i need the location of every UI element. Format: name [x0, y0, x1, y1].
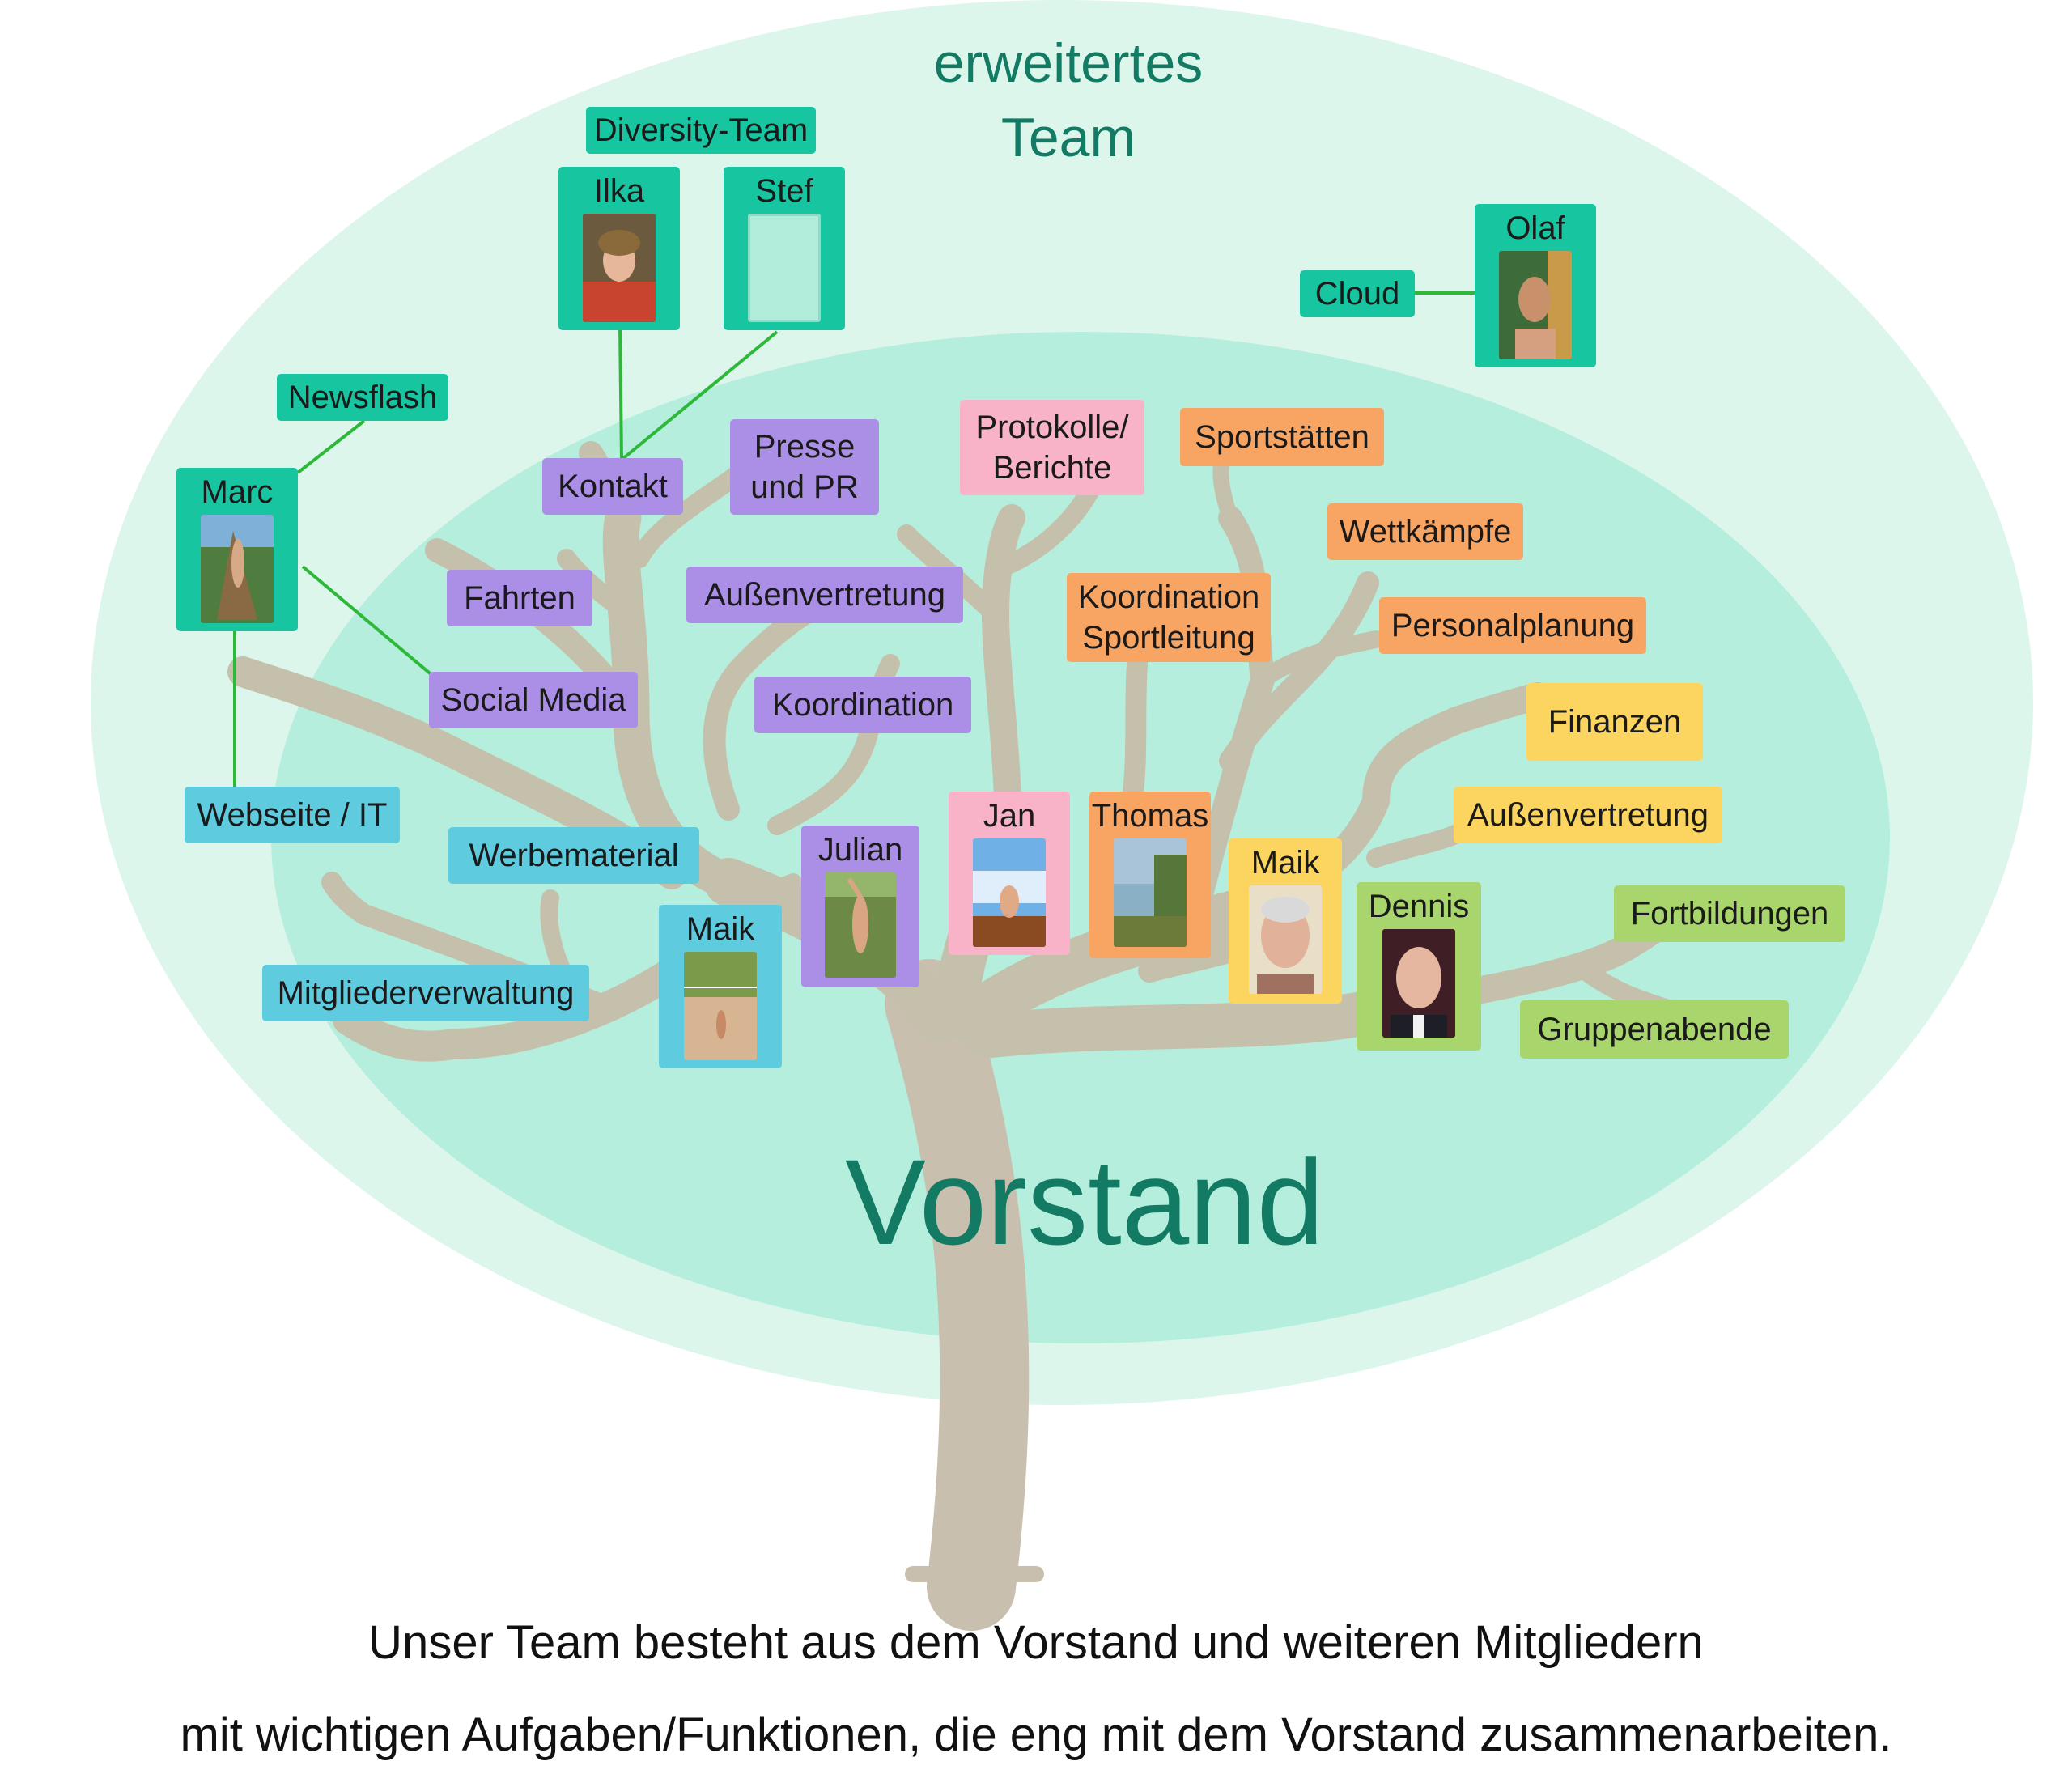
connector-ilka-kontakt — [618, 325, 623, 461]
task-wettkaempfe: Wettkämpfe — [1327, 503, 1523, 560]
person-name: Stef — [755, 173, 813, 209]
person-card-thomas: Thomas — [1089, 792, 1211, 958]
task-protokolle-line2: Berichte — [992, 450, 1112, 486]
inner-vorstand-ellipse — [271, 332, 1890, 1343]
person-name: Maik — [1250, 845, 1320, 881]
task-presse-pr-line2: und PR — [750, 469, 859, 505]
person-photo — [1499, 251, 1572, 359]
task-presse-pr: Presse und PR — [730, 419, 879, 515]
person-name: Marc — [201, 474, 274, 510]
task-diversity-team: Diversity-Team — [586, 107, 816, 154]
person-photo — [1249, 885, 1322, 994]
person-photo — [973, 838, 1046, 947]
person-card-ilka: Ilka — [558, 167, 680, 330]
task-personalplanung: Personalplanung — [1379, 597, 1646, 654]
person-name: Ilka — [593, 173, 645, 209]
task-social-media: Social Media — [429, 672, 638, 728]
task-werbematerial: Werbematerial — [448, 827, 699, 884]
person-card-julian: Julian — [801, 826, 919, 987]
caption-line2: mit wichtigen Aufgaben/Funktionen, die e… — [180, 1708, 1892, 1761]
extended-team-title-line1: erweitertes — [933, 32, 1204, 94]
task-cloud: Cloud — [1300, 270, 1415, 317]
person-photo — [1382, 929, 1455, 1038]
caption-line1: Unser Team besteht aus dem Vorstand und … — [368, 1616, 1704, 1669]
person-name: Thomas — [1091, 798, 1209, 834]
extended-team-title-line2: Team — [1000, 107, 1136, 168]
person-card-maik-cyan: Maik — [659, 905, 782, 1068]
person-photo — [1114, 838, 1187, 947]
person-name: Olaf — [1505, 210, 1565, 246]
vorstand-title: Vorstand — [844, 1134, 1325, 1270]
person-card-jan: Jan — [949, 792, 1070, 955]
person-photo — [583, 214, 656, 322]
person-name: Maik — [686, 911, 755, 947]
task-newsflash: Newsflash — [277, 374, 448, 421]
task-koordination: Koordination — [754, 677, 971, 733]
task-koord-sport-line1: Koordination — [1077, 579, 1260, 615]
connector-stef-kontakt — [620, 330, 779, 461]
task-finanzen: Finanzen — [1526, 683, 1703, 761]
person-card-dennis: Dennis — [1357, 882, 1481, 1051]
extended-team-title: erweitertes Team — [882, 26, 1255, 175]
person-photo — [825, 872, 896, 978]
person-card-stef: Stef — [724, 167, 845, 330]
connector-marc-socialmedia — [301, 565, 435, 678]
person-name: Julian — [817, 832, 903, 868]
person-photo — [684, 952, 757, 1060]
task-fahrten: Fahrten — [447, 570, 592, 626]
person-name: Dennis — [1368, 889, 1470, 924]
task-aussenvertretung-purple: Außenvertretung — [686, 567, 963, 623]
person-card-marc: Marc — [176, 468, 298, 631]
task-kontakt: Kontakt — [542, 458, 683, 515]
task-sportstaetten: Sportstätten — [1180, 408, 1384, 466]
task-protokolle-line1: Protokolle/ — [975, 410, 1129, 445]
person-card-maik-yellow: Maik — [1229, 838, 1342, 1004]
photo-placeholder — [748, 214, 821, 322]
person-card-olaf: Olaf — [1475, 204, 1596, 367]
task-aussenvertretung-yellow: Außenvertretung — [1454, 787, 1722, 843]
task-gruppenabende: Gruppenabende — [1520, 1000, 1789, 1059]
connector-lines — [233, 291, 1478, 790]
task-koordination-sportleitung: Koordination Sportleitung — [1067, 573, 1271, 662]
person-name: Jan — [983, 798, 1036, 834]
task-presse-pr-line1: Presse — [754, 429, 856, 465]
task-protokolle-berichte: Protokolle/ Berichte — [960, 400, 1144, 495]
task-webseite-it: Webseite / IT — [185, 787, 400, 843]
connector-newsflash-marc — [296, 419, 366, 474]
tree-trunk — [885, 959, 1030, 1631]
task-koord-sport-line2: Sportleitung — [1082, 620, 1255, 656]
task-mitgliederverwaltung: Mitgliederverwaltung — [262, 965, 589, 1021]
task-fortbildungen: Fortbildungen — [1614, 885, 1845, 942]
person-photo — [201, 515, 274, 623]
